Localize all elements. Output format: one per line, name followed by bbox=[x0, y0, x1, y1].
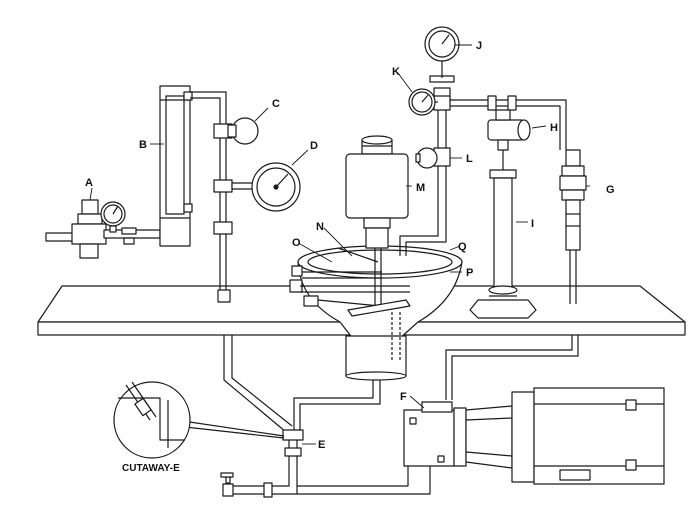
label-c: C bbox=[272, 98, 280, 110]
valve-e bbox=[220, 429, 304, 498]
label-o: O bbox=[292, 237, 301, 249]
drain-lines bbox=[223, 335, 579, 495]
valve-h bbox=[487, 109, 531, 180]
label-g: G bbox=[606, 184, 615, 196]
filter-g bbox=[559, 149, 587, 304]
label-f: F bbox=[400, 391, 407, 403]
cylinder-i bbox=[469, 169, 537, 319]
flowmeter-b bbox=[159, 85, 233, 303]
label-b: B bbox=[139, 139, 147, 151]
gauge-j bbox=[424, 26, 460, 78]
cutaway-label: CUTAWAY-E bbox=[122, 463, 180, 474]
gauge-k bbox=[408, 88, 438, 116]
pump-f bbox=[403, 387, 665, 485]
leader-lines bbox=[89, 44, 590, 445]
label-n: N bbox=[316, 221, 324, 233]
label-d: D bbox=[310, 140, 318, 152]
motor-m bbox=[345, 135, 409, 249]
valve-c bbox=[227, 117, 259, 145]
valve-l bbox=[415, 147, 438, 169]
cutaway-e bbox=[113, 381, 285, 459]
label-q: Q bbox=[458, 241, 467, 253]
callout-labels: A B C D E F G H I J K L M N O P Q CUTAWA… bbox=[85, 40, 615, 474]
label-i: I bbox=[531, 218, 534, 230]
label-e: E bbox=[318, 439, 325, 451]
reactor-vessel-p bbox=[289, 245, 463, 381]
gauge-d bbox=[231, 162, 301, 212]
label-a: A bbox=[85, 177, 93, 189]
label-h: H bbox=[550, 122, 558, 134]
label-m: M bbox=[416, 182, 425, 194]
label-p: P bbox=[466, 267, 473, 279]
pressure-lines bbox=[399, 75, 567, 256]
label-k: K bbox=[392, 66, 400, 78]
label-j: J bbox=[476, 40, 482, 52]
label-l: L bbox=[466, 153, 473, 165]
regulator-a bbox=[45, 199, 161, 259]
